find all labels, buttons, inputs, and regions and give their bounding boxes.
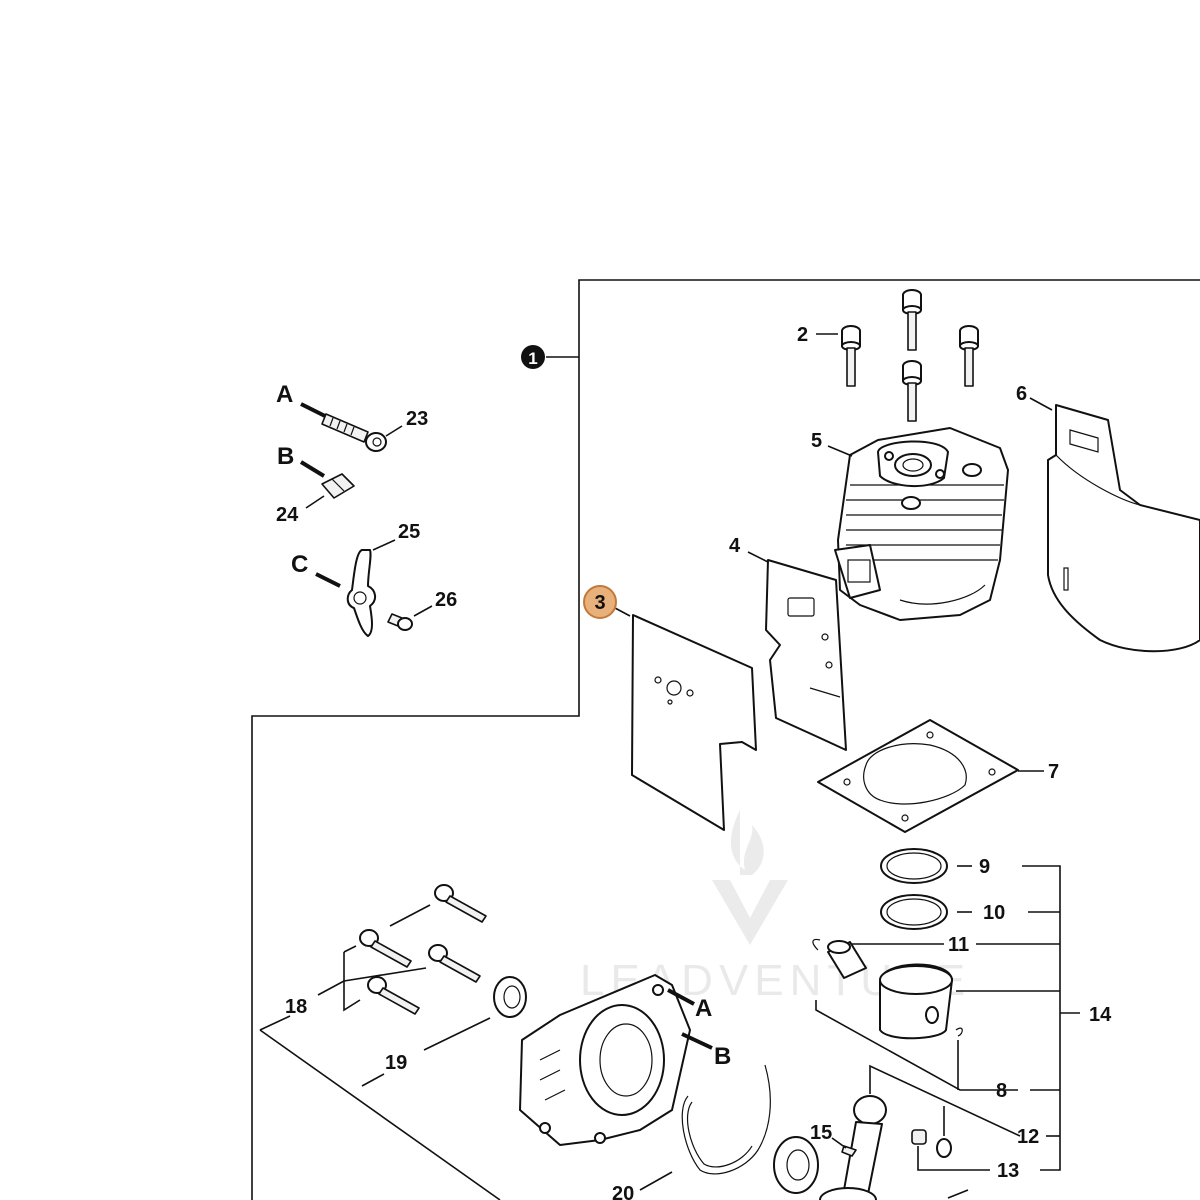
part-12-circlip[interactable] bbox=[812, 938, 963, 1037]
callout-19[interactable]: 19 bbox=[385, 1052, 407, 1074]
callout-5[interactable]: 5 bbox=[811, 430, 822, 452]
part-19-oil-seal[interactable] bbox=[493, 976, 527, 1018]
crankcase[interactable] bbox=[519, 974, 691, 1146]
detail-parts: A 23 B 24 C 25 bbox=[276, 381, 457, 637]
part-5-cylinder[interactable] bbox=[834, 427, 1009, 621]
ref-letter-c: C bbox=[291, 551, 308, 578]
callout-12[interactable]: 8 bbox=[996, 1080, 1007, 1102]
piston-group: 9 10 11 8 12 bbox=[773, 848, 1112, 1200]
crank-bearing[interactable] bbox=[773, 1136, 819, 1194]
highlighted-callout-3[interactable]: 3 bbox=[583, 585, 617, 619]
assembly-marker[interactable]: 1 bbox=[521, 345, 579, 369]
callout-9[interactable]: 9 bbox=[979, 856, 990, 878]
part-14-bearing[interactable] bbox=[911, 1129, 927, 1145]
part-7-base-gasket[interactable] bbox=[817, 719, 1019, 833]
part-10-piston-ring[interactable] bbox=[880, 894, 948, 930]
callout-2[interactable]: 2 bbox=[797, 324, 808, 346]
cylinder-screws: 2 bbox=[797, 289, 979, 422]
part-20-gasket[interactable] bbox=[681, 1064, 771, 1175]
callout-23[interactable]: 23 bbox=[406, 408, 428, 430]
part-2-screw[interactable] bbox=[841, 325, 861, 387]
callout-6[interactable]: 6 bbox=[1016, 383, 1027, 405]
part-2-screw-c[interactable] bbox=[959, 325, 979, 387]
crankcase-ref-b: B bbox=[714, 1043, 731, 1070]
callout-14[interactable]: 13 bbox=[997, 1160, 1019, 1182]
assembly-marker-label: 1 bbox=[528, 349, 537, 368]
crankcase-ref-a: A bbox=[695, 995, 712, 1022]
part-9-piston-ring[interactable] bbox=[880, 848, 948, 884]
callout-8[interactable]: 14 bbox=[1089, 1004, 1112, 1026]
part-11-piston-pin[interactable] bbox=[827, 940, 867, 979]
connecting-rod[interactable] bbox=[819, 1095, 887, 1200]
part-24-sleeve[interactable] bbox=[321, 473, 355, 499]
assembly-boundary bbox=[251, 279, 1200, 1200]
callout-7[interactable]: 7 bbox=[1048, 761, 1059, 783]
callout-20[interactable]: 20 bbox=[612, 1183, 634, 1200]
part-26-screw[interactable] bbox=[387, 613, 413, 631]
crankcase-group: 18 19 A B 20 bbox=[259, 884, 771, 1200]
callout-13[interactable]: 12 bbox=[1017, 1126, 1039, 1148]
part-18-screws[interactable] bbox=[359, 884, 487, 1015]
ref-letter-a: A bbox=[276, 381, 293, 408]
part-2-screw-b[interactable] bbox=[902, 289, 922, 351]
part-25-lever[interactable] bbox=[346, 549, 376, 637]
callout-24[interactable]: 24 bbox=[276, 504, 299, 526]
callout-26[interactable]: 26 bbox=[435, 589, 457, 611]
ref-letter-b: B bbox=[277, 443, 294, 470]
part-23-screw[interactable] bbox=[321, 413, 387, 452]
callout-4[interactable]: 4 bbox=[729, 535, 741, 557]
callout-3: 3 bbox=[594, 592, 605, 614]
part-3-gasket[interactable] bbox=[631, 614, 757, 831]
part-6-heat-shield[interactable] bbox=[1047, 404, 1200, 653]
callout-10[interactable]: 10 bbox=[983, 902, 1005, 924]
callout-18[interactable]: 18 bbox=[285, 996, 307, 1018]
callout-11[interactable]: 11 bbox=[948, 934, 969, 956]
callout-15[interactable]: 15 bbox=[810, 1122, 832, 1144]
piston[interactable] bbox=[879, 963, 953, 1040]
part-2-screw-d[interactable] bbox=[902, 360, 922, 422]
part-4-gasket[interactable] bbox=[765, 559, 847, 751]
callout-25[interactable]: 25 bbox=[398, 521, 420, 543]
